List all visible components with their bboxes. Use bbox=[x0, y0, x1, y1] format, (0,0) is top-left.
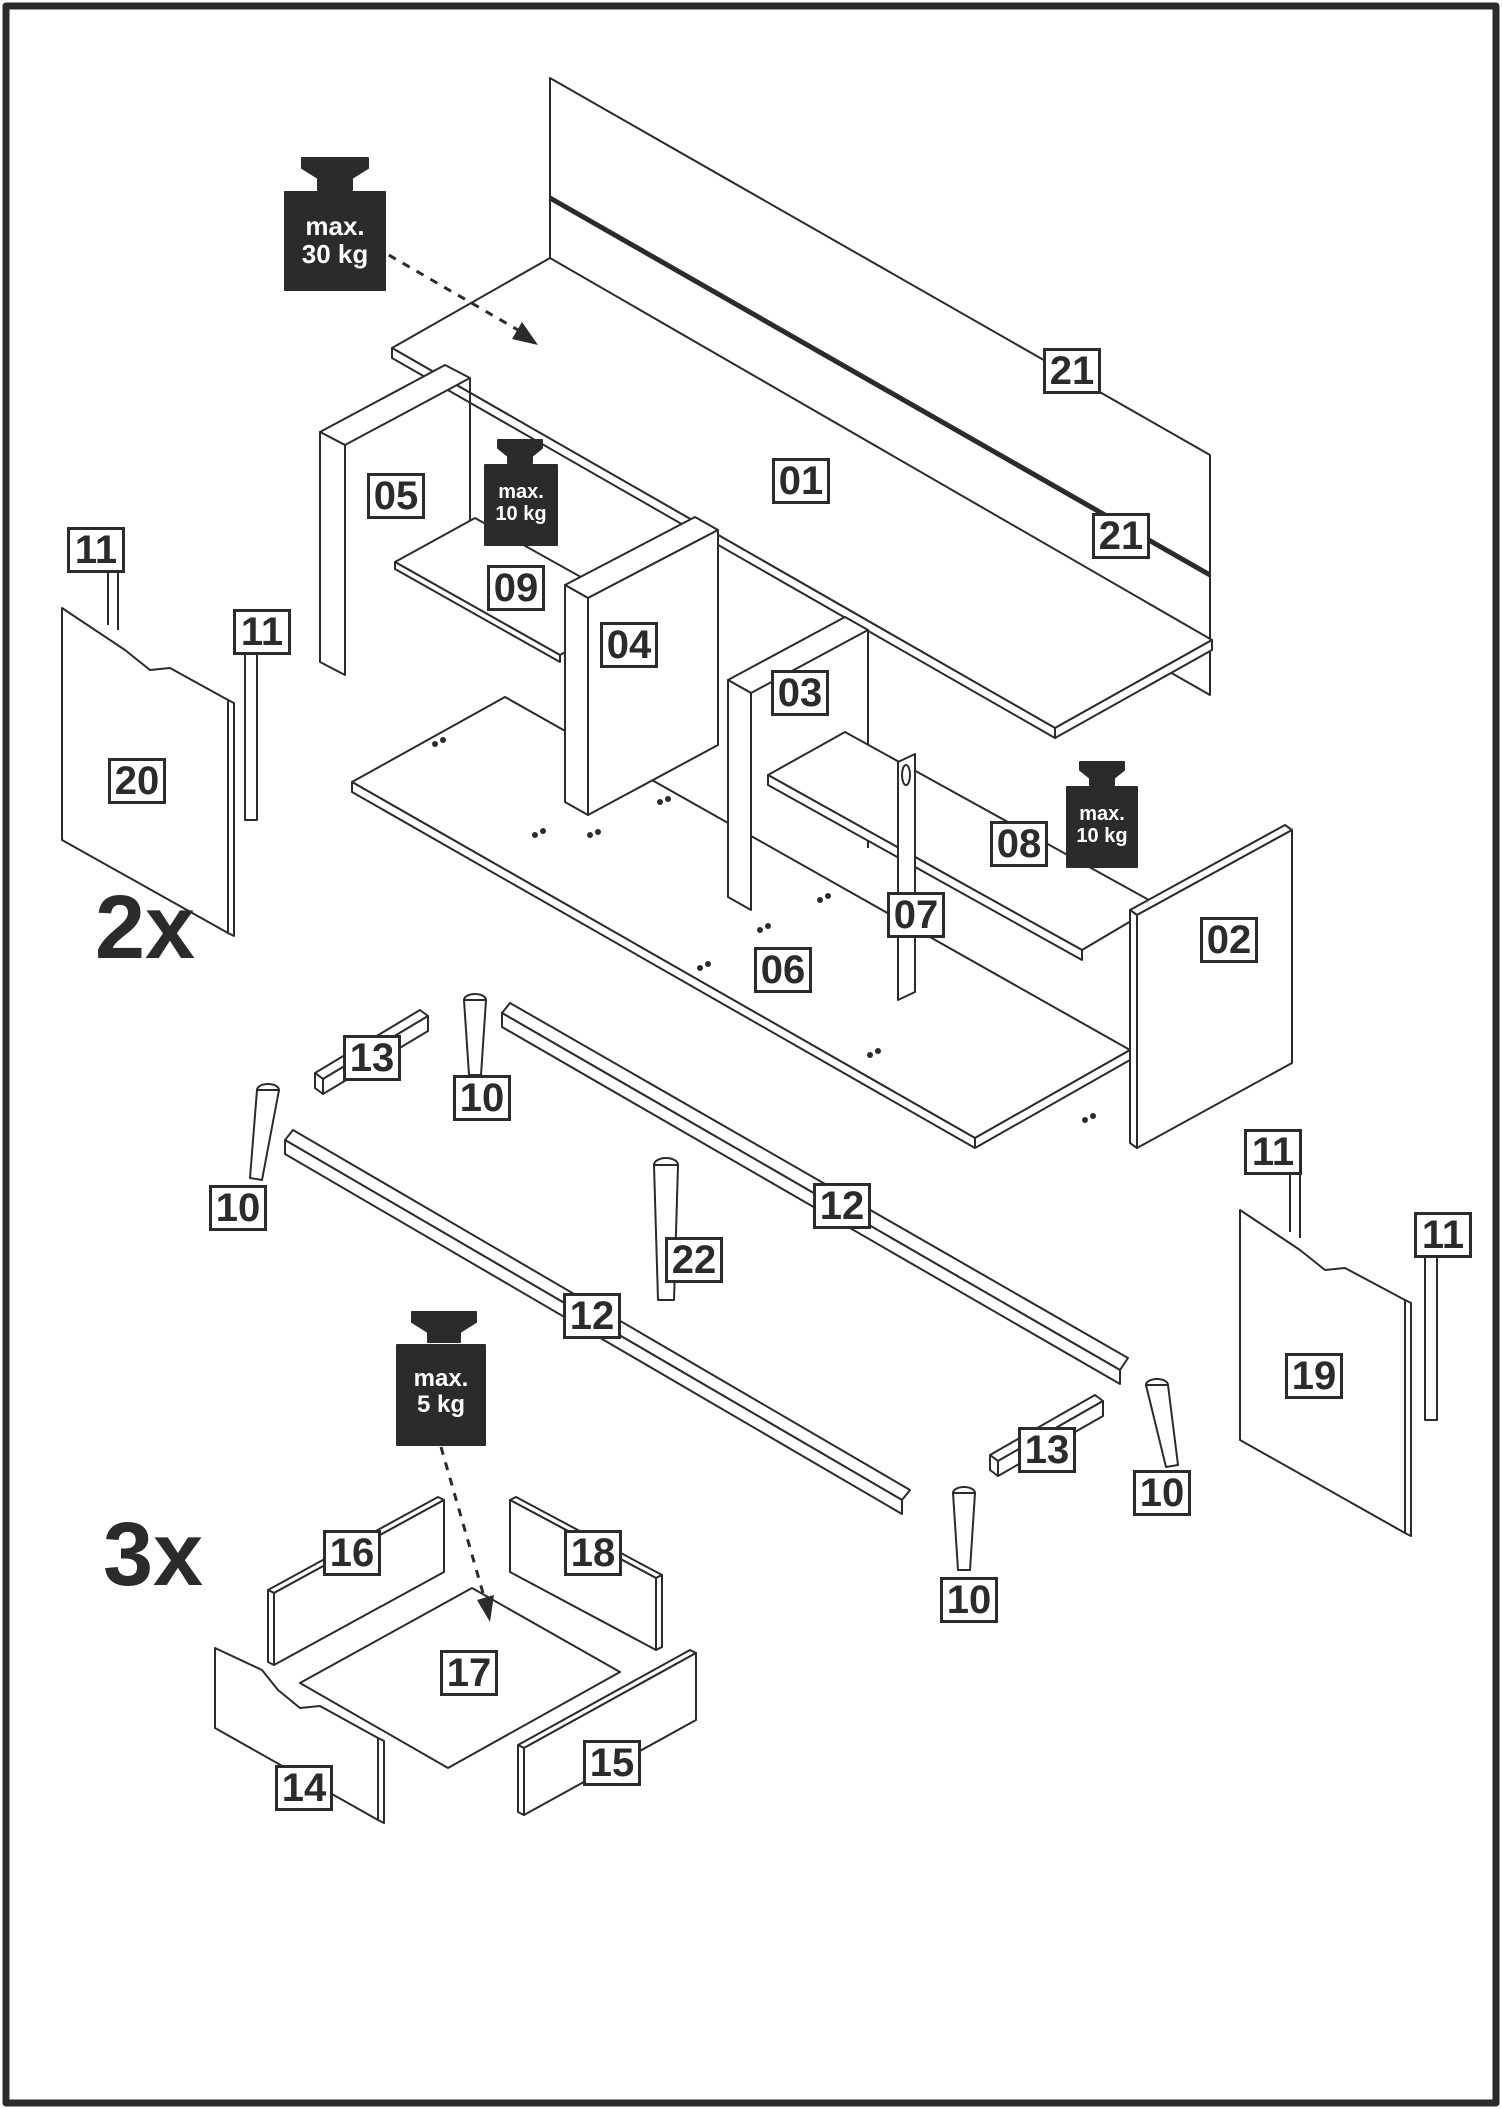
part-label-16: 16 bbox=[323, 1530, 381, 1576]
part-label-03: 03 bbox=[771, 670, 829, 716]
leg-10-a bbox=[463, 993, 487, 1076]
load-arrow-drawer bbox=[439, 1446, 494, 1622]
weight-icon-top bbox=[284, 157, 386, 291]
part-label-09: 09 bbox=[487, 565, 545, 611]
hinge-strip-11-right bbox=[1424, 1254, 1438, 1421]
hinge-strip-11-left bbox=[244, 649, 258, 821]
leg-10-c bbox=[1145, 1378, 1179, 1468]
weight-limit-left-shelf: max. 10 kg bbox=[495, 481, 547, 525]
leg-10-d bbox=[952, 1486, 976, 1571]
load-arrow-top bbox=[374, 245, 538, 345]
part-label-22: 22 bbox=[665, 1237, 723, 1283]
part-label-20: 20 bbox=[108, 758, 166, 804]
weight-icon-left-shelf bbox=[484, 439, 558, 546]
weight-limit-top: max. 30 kg bbox=[301, 211, 369, 270]
part-label-11d: 11 bbox=[1414, 1212, 1472, 1258]
part-label-11c: 11 bbox=[1244, 1129, 1302, 1175]
part-label-19: 19 bbox=[1285, 1353, 1343, 1399]
part-label-10c: 10 bbox=[1133, 1470, 1191, 1516]
drawer-back-15 bbox=[517, 1649, 697, 1816]
part-label-21b: 21 bbox=[1092, 513, 1150, 559]
part-label-08: 08 bbox=[990, 821, 1048, 867]
part-label-11a: 11 bbox=[67, 527, 125, 573]
part-label-10d: 10 bbox=[940, 1577, 998, 1623]
drawer-front-14 bbox=[214, 1647, 385, 1824]
side-panel-05 bbox=[319, 364, 471, 676]
part-label-01: 01 bbox=[772, 458, 830, 504]
part-label-12a: 12 bbox=[813, 1183, 871, 1229]
center-post-07 bbox=[897, 753, 916, 1001]
part-label-13a: 13 bbox=[343, 1035, 401, 1081]
weight-icon-drawer bbox=[396, 1311, 486, 1446]
weight-limit-drawer: max. 5 kg bbox=[413, 1365, 469, 1418]
part-label-14: 14 bbox=[275, 1765, 333, 1811]
part-label-12b: 12 bbox=[563, 1293, 621, 1339]
leg-10-b bbox=[249, 1083, 280, 1181]
part-label-07: 07 bbox=[887, 892, 945, 938]
multiplier-drawers: 3x bbox=[103, 1505, 204, 1605]
part-label-18: 18 bbox=[564, 1530, 622, 1576]
back-panel-21 bbox=[548, 77, 1212, 696]
side-panel-02 bbox=[1129, 824, 1293, 1149]
part-label-10b: 10 bbox=[209, 1185, 267, 1231]
divider-panel-04 bbox=[564, 516, 719, 816]
part-label-06: 06 bbox=[754, 947, 812, 993]
part-label-17: 17 bbox=[440, 1650, 498, 1696]
part-label-05: 05 bbox=[367, 473, 425, 519]
part-label-04: 04 bbox=[600, 622, 658, 668]
part-label-21a: 21 bbox=[1043, 348, 1101, 394]
part-label-02: 02 bbox=[1200, 917, 1258, 963]
weight-icon-right-shelf bbox=[1066, 761, 1138, 868]
door-panel-19 bbox=[1239, 1168, 1412, 1537]
weight-limit-right-shelf: max. 10 kg bbox=[1076, 803, 1128, 847]
part-label-15: 15 bbox=[583, 1740, 641, 1786]
multiplier-doors: 2x bbox=[95, 878, 196, 978]
part-label-13b: 13 bbox=[1018, 1427, 1076, 1473]
part-label-10a: 10 bbox=[453, 1075, 511, 1121]
bottom-panel-06 bbox=[351, 696, 1131, 1149]
part-label-11b: 11 bbox=[233, 609, 291, 655]
shelf-08 bbox=[767, 731, 1159, 961]
